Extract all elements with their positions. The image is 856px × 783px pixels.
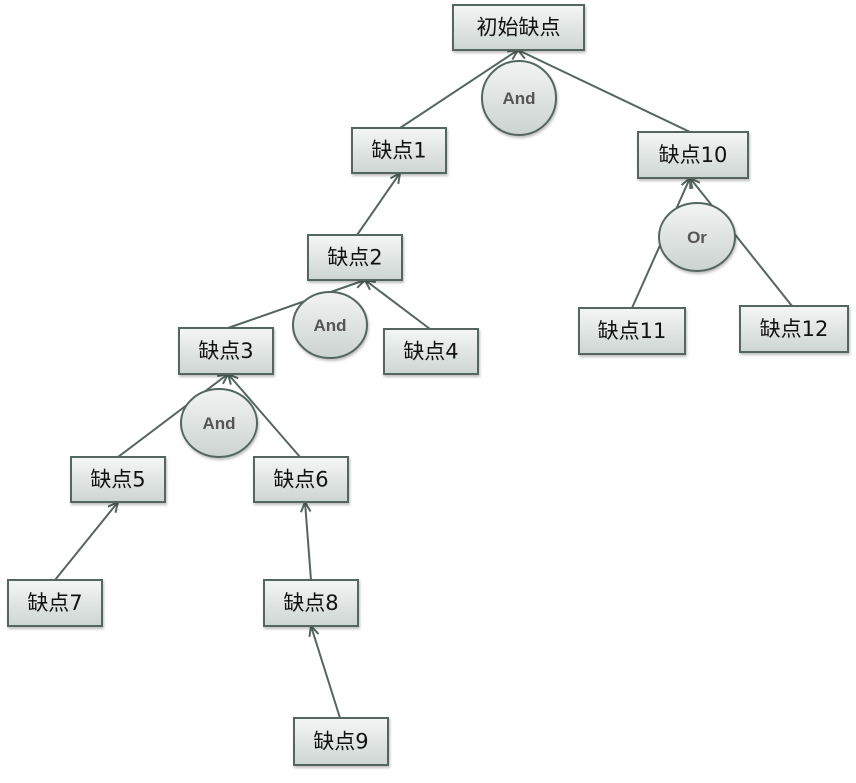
node-box <box>351 127 447 174</box>
edge-n8-to-n6 <box>300 499 312 581</box>
node-root: 初始缺点 <box>452 4 585 51</box>
connector-line <box>227 373 301 458</box>
node-label: 缺点10 <box>659 143 728 167</box>
connector-line <box>310 625 341 719</box>
connector-line <box>356 172 401 236</box>
node-n2: 缺点2 <box>307 234 403 281</box>
node-box <box>7 579 103 627</box>
node-n4: 缺点4 <box>383 328 479 375</box>
node-box <box>383 328 479 375</box>
node-label: 缺点4 <box>403 340 458 364</box>
gate-and-g1: And <box>481 60 557 136</box>
connector-line <box>117 373 229 458</box>
node-n11: 缺点11 <box>578 307 686 355</box>
node-box <box>178 327 274 375</box>
node-n8: 缺点8 <box>263 579 359 627</box>
node-n7: 缺点7 <box>7 579 103 627</box>
gate-label: Or <box>687 228 707 247</box>
gate-shape <box>180 388 258 458</box>
gate-shape <box>481 60 557 136</box>
connector-line <box>517 49 691 133</box>
node-label: 缺点12 <box>760 317 829 341</box>
connector-line <box>399 49 519 129</box>
connector-line <box>364 279 431 330</box>
gate-shape <box>292 291 368 359</box>
node-n5: 缺点5 <box>70 456 166 503</box>
node-box <box>253 456 349 503</box>
gate-and-g2: And <box>292 291 368 359</box>
node-label: 缺点1 <box>371 139 426 163</box>
gate-label: And <box>202 414 235 433</box>
node-box <box>452 4 585 51</box>
node-n1: 缺点1 <box>351 127 447 174</box>
node-label: 缺点5 <box>90 468 145 492</box>
node-label: 缺点2 <box>327 246 382 270</box>
connector-line <box>304 501 312 581</box>
node-label: 缺点11 <box>598 319 667 343</box>
node-box <box>307 234 403 281</box>
node-n6: 缺点6 <box>253 456 349 503</box>
edge-n4-to-n2 <box>363 278 431 330</box>
gate-and-g3: And <box>180 388 258 458</box>
node-box <box>263 579 359 627</box>
gate-or-g4: Or <box>658 202 736 272</box>
node-n9: 缺点9 <box>293 717 389 766</box>
node-box <box>578 307 686 355</box>
connector-line <box>227 279 366 329</box>
gate-label: And <box>502 89 535 108</box>
node-n10: 缺点10 <box>637 131 749 179</box>
edge-n9-to-n8 <box>308 623 341 719</box>
node-box <box>739 305 849 353</box>
edge-n2-to-n1 <box>356 171 402 236</box>
node-label: 缺点6 <box>273 468 328 492</box>
node-label: 初始缺点 <box>477 16 561 40</box>
edge-n7-to-n5 <box>54 500 120 581</box>
gate-shape <box>658 202 736 272</box>
gate-label: And <box>313 316 346 335</box>
node-box <box>293 717 389 766</box>
connector-line <box>54 501 119 581</box>
connector-line <box>689 177 793 307</box>
node-box <box>70 456 166 503</box>
node-label: 缺点3 <box>198 339 253 363</box>
node-n12: 缺点12 <box>739 305 849 353</box>
node-n3: 缺点3 <box>178 327 274 375</box>
node-label: 缺点9 <box>313 730 368 754</box>
node-label: 缺点7 <box>27 591 82 615</box>
node-box <box>637 131 749 179</box>
node-label: 缺点8 <box>283 591 338 615</box>
